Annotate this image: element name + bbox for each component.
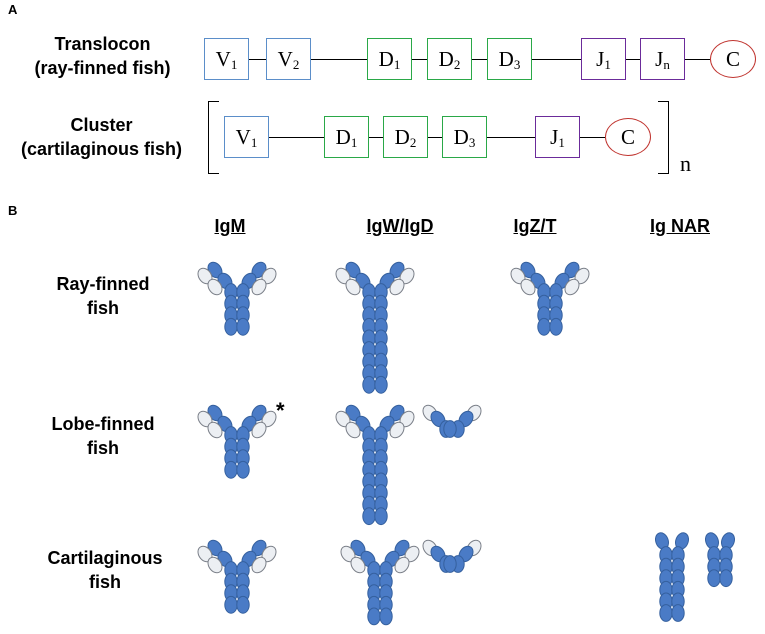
constant-domain — [671, 604, 685, 622]
translocon-j1-segment: J1 — [581, 38, 626, 80]
light-chain-domain — [207, 556, 223, 574]
connector-line — [269, 137, 324, 138]
row-label-ray-finned: Ray-finned fish — [28, 272, 178, 320]
connector-line — [580, 137, 605, 138]
row-label-line2: fish — [88, 572, 121, 592]
translocon-v1-segment: V1 — [204, 38, 249, 80]
constant-domain — [362, 507, 376, 526]
column-header-igm: IgM — [214, 216, 246, 236]
translocon-d2-segment: D2 — [427, 38, 472, 80]
column-header-igz-t: IgZ/T — [513, 216, 557, 236]
constant-domain — [224, 595, 238, 614]
row-label-line2: fish — [86, 298, 119, 318]
light-chain-domain — [350, 556, 366, 574]
cluster-j1-segment: J1 — [535, 116, 580, 158]
translocon-c-segment: C — [710, 40, 756, 78]
light-chain-domain — [394, 556, 410, 574]
row-label-line1: Ray-finned — [56, 274, 150, 294]
light-chain-domain — [251, 556, 267, 574]
row-label-cartilaginous: Cartilaginous fish — [20, 546, 190, 594]
column-header-ig-nar: Ig NAR — [650, 216, 710, 236]
connector-line — [685, 59, 710, 60]
connector-line — [472, 59, 487, 60]
constant-domain — [707, 569, 721, 588]
connector-line — [249, 59, 266, 60]
cluster-title: Cluster (cartilaginous fish) — [4, 113, 199, 161]
translocon-title-line1: Translocon — [54, 34, 151, 54]
row-label-line1: Lobe-finned — [51, 414, 155, 434]
cluster-d3-segment: D3 — [442, 116, 487, 158]
cluster-d2-segment: D2 — [383, 116, 428, 158]
light-chain-domain — [564, 278, 580, 296]
constant-domain — [719, 569, 733, 588]
connector-line — [626, 59, 640, 60]
constant-domain — [362, 375, 376, 394]
connector-line — [311, 59, 367, 60]
translocon-title-line2: (ray-finned fish) — [34, 58, 171, 78]
translocon-jn-segment: Jn — [640, 38, 685, 80]
light-chain-domain — [251, 278, 267, 296]
constant-domain — [443, 555, 457, 573]
cluster-title-line1: Cluster — [70, 115, 133, 135]
constant-domain — [537, 317, 551, 336]
constant-domain — [659, 604, 673, 622]
constant-domain — [236, 317, 250, 336]
row-label-lobe-finned: Lobe-finned fish — [28, 412, 178, 460]
connector-line — [487, 137, 535, 138]
translocon-title: Translocon (ray-finned fish) — [10, 32, 195, 80]
right-bracket — [658, 101, 669, 174]
left-bracket — [208, 101, 219, 174]
cluster-title-line2: (cartilaginous fish) — [20, 139, 182, 159]
constant-domain — [224, 317, 238, 336]
column-header-igw-igd: IgW/IgD — [366, 216, 434, 236]
constant-domain — [379, 607, 393, 626]
connector-line — [369, 137, 383, 138]
translocon-v2-segment: V2 — [266, 38, 311, 80]
constant-domain — [224, 460, 238, 479]
connector-line — [532, 59, 581, 60]
asterisk-annotation: * — [276, 398, 285, 423]
light-chain-domain — [207, 278, 223, 296]
panel-b-label: B — [8, 203, 18, 218]
cluster-v1-segment: V1 — [224, 116, 269, 158]
row-label-line1: Cartilaginous — [47, 548, 163, 568]
translocon-d3-segment: D3 — [487, 38, 532, 80]
light-chain-domain — [207, 421, 223, 439]
constant-domain — [374, 507, 388, 526]
connector-line — [412, 59, 427, 60]
row-label-line2: fish — [86, 438, 119, 458]
light-chain-domain — [389, 421, 405, 439]
connector-line — [428, 137, 442, 138]
constant-domain — [236, 460, 250, 479]
repeat-n-label: n — [680, 151, 691, 176]
constant-domain — [549, 317, 563, 336]
constant-domain — [236, 595, 250, 614]
light-chain-domain — [520, 278, 536, 296]
panel-a-label: A — [8, 2, 18, 17]
constant-domain — [443, 420, 457, 438]
cluster-d1-segment: D1 — [324, 116, 369, 158]
translocon-d1-segment: D1 — [367, 38, 412, 80]
light-chain-domain — [389, 278, 405, 296]
light-chain-domain — [251, 421, 267, 439]
light-chain-domain — [345, 421, 361, 439]
cluster-c-segment: C — [605, 118, 651, 156]
constant-domain — [374, 375, 388, 394]
light-chain-domain — [345, 278, 361, 296]
constant-domain — [367, 607, 381, 626]
